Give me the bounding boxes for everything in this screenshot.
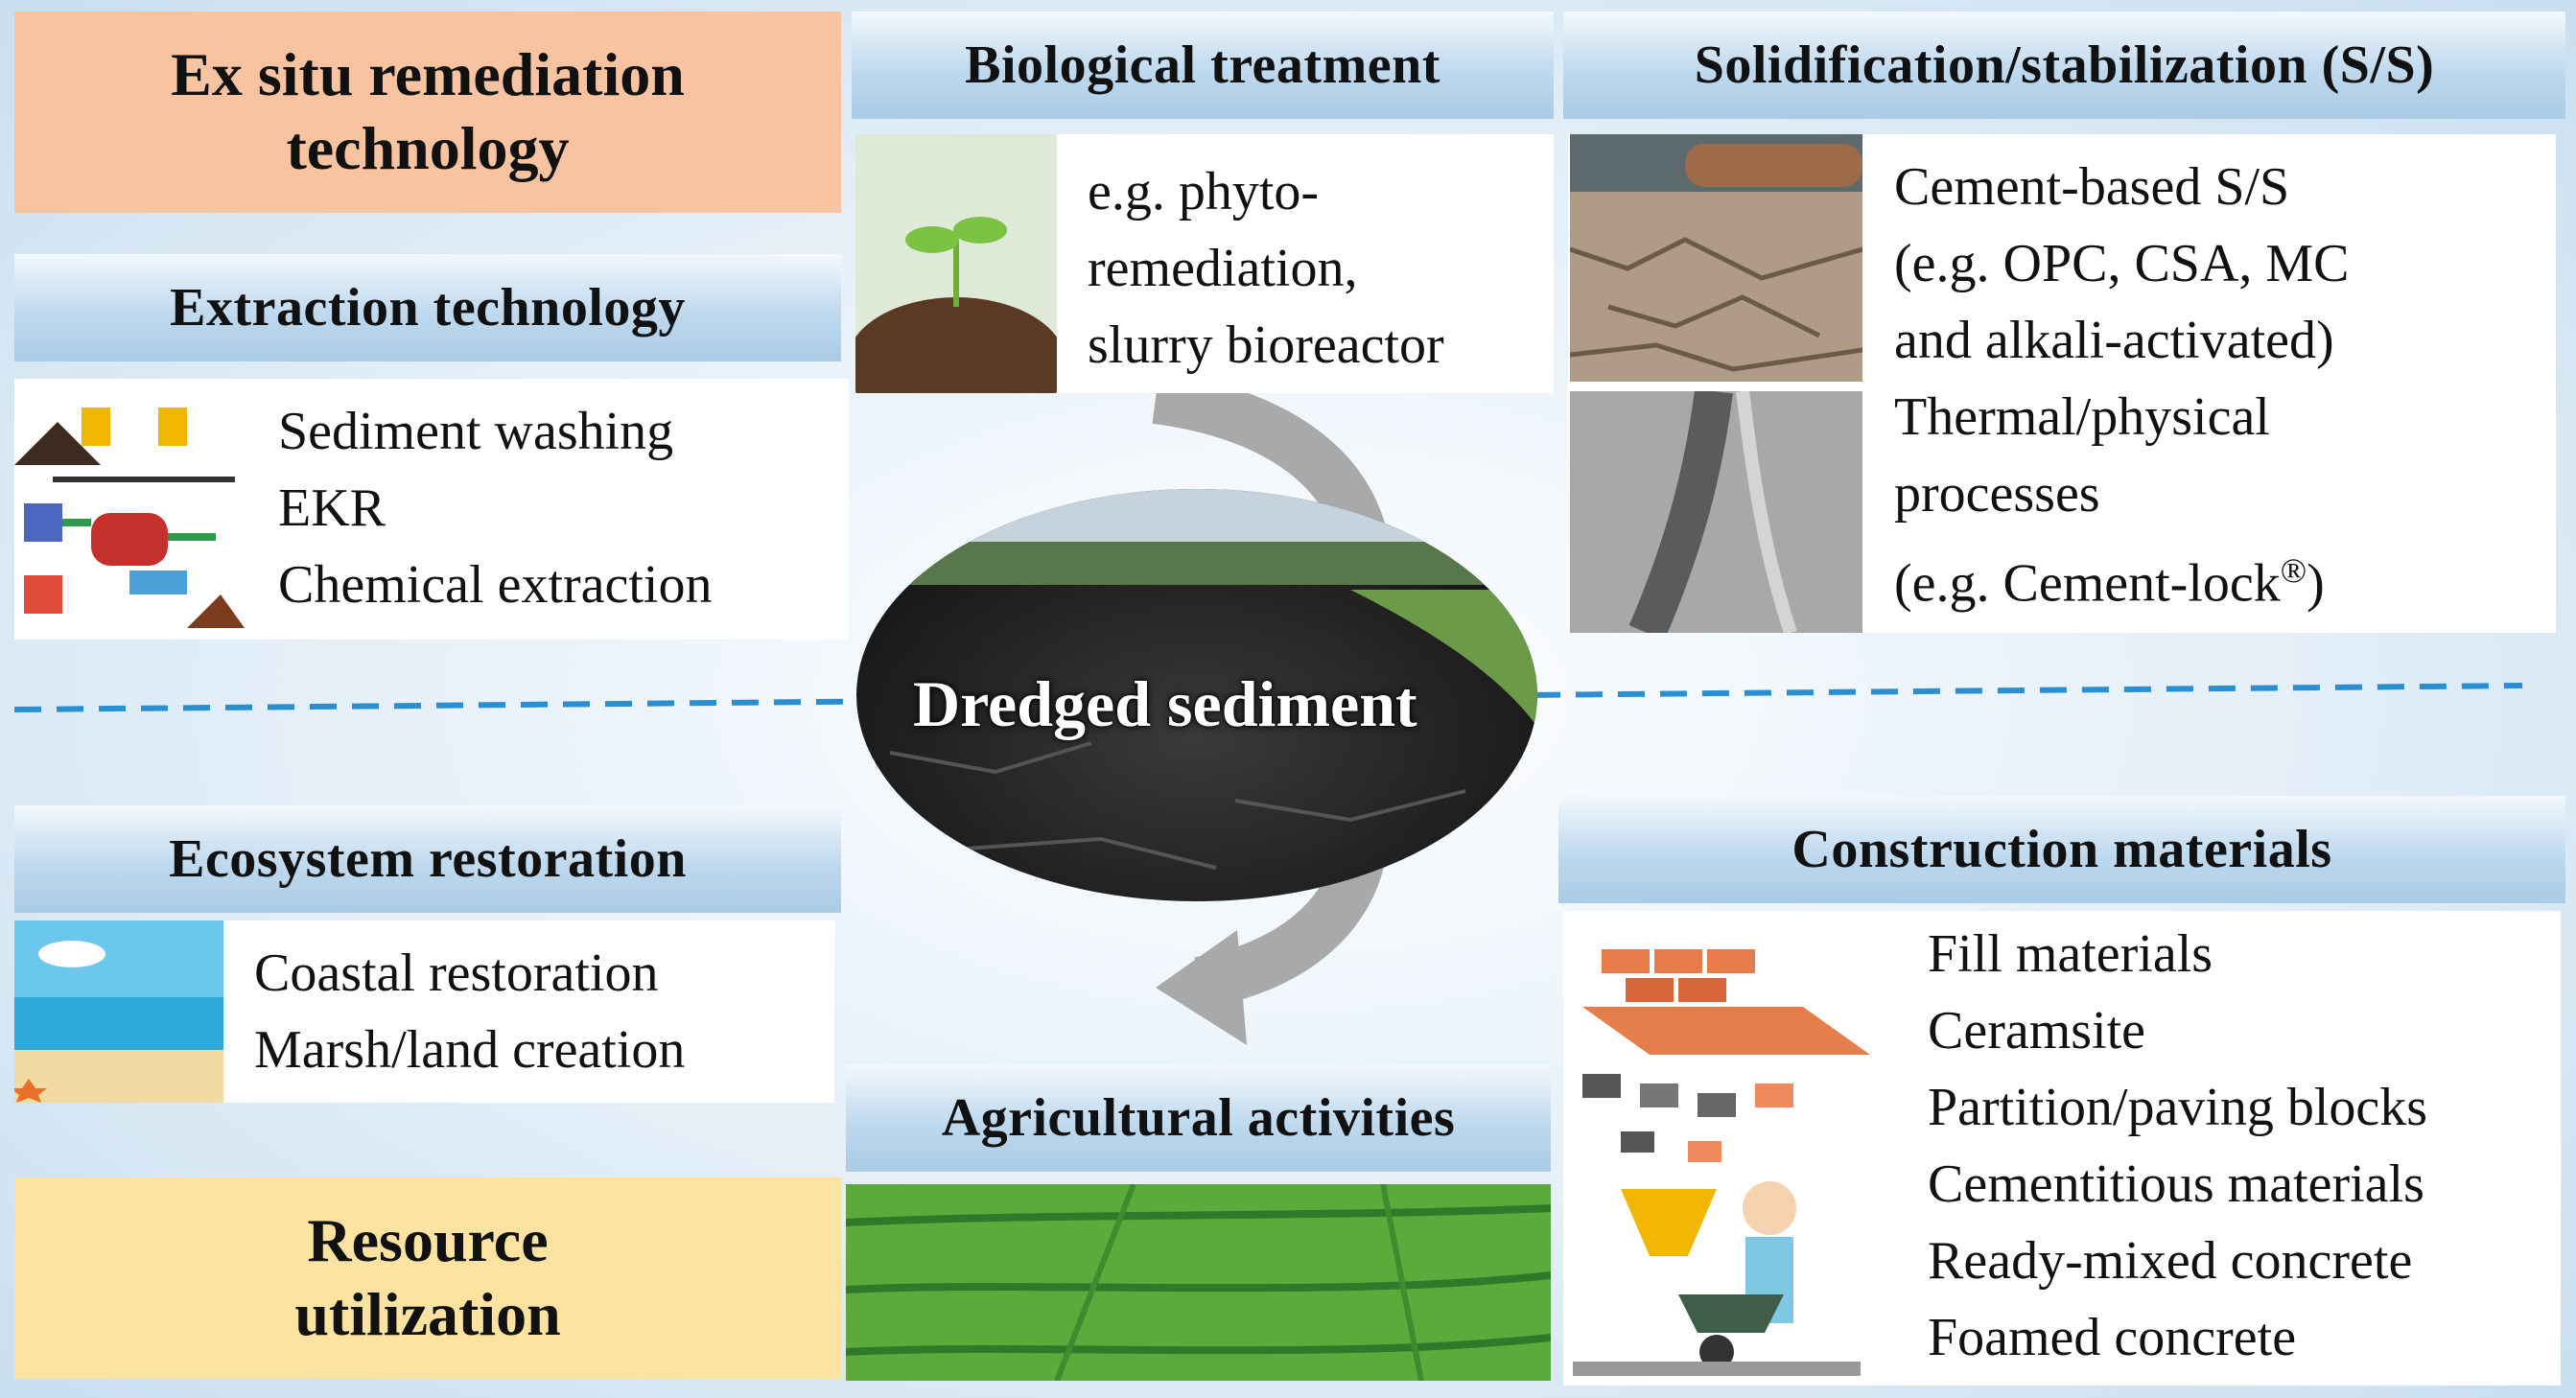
- cycle-arrowhead: [1156, 930, 1247, 1045]
- solidification-line: and alkali-activated): [1894, 311, 2334, 370]
- ecosystem-item: Coastal restoration: [254, 944, 659, 1003]
- cracked-sediment-photo: [1570, 134, 1862, 382]
- agricultural-header: Agricultural activities: [846, 1064, 1551, 1172]
- solidification-line-cement-lock: (e.g. Cement-lock®): [1894, 532, 2350, 622]
- seedling-illustration: [855, 134, 1057, 393]
- dashed-divider: [13, 683, 2523, 712]
- cycle-arrow-upper: [1152, 372, 1388, 545]
- construction-item: Ready-mixed concrete: [1928, 1231, 2413, 1291]
- dredged-sediment-photo: [856, 489, 1537, 901]
- extraction-process-illustration: [14, 408, 245, 628]
- ex-situ-title-box: Ex situ remediation technology: [14, 12, 841, 213]
- biological-line: slurry bioreactor: [1088, 315, 1444, 375]
- construction-item: Fill materials: [1928, 924, 2213, 984]
- resource-title: Resource utilization: [294, 1206, 561, 1348]
- construction-item: Foamed concrete: [1928, 1308, 2297, 1367]
- construction-header: Construction materials: [1558, 796, 2565, 903]
- extraction-header: Extraction technology: [14, 254, 841, 361]
- solidification-line: Cement-based S/S: [1894, 157, 2290, 217]
- construction-item: Cementitious materials: [1928, 1154, 2424, 1214]
- solidification-header: Solidification/stabilization (S/S): [1563, 12, 2565, 119]
- construction-item: Ceramsite: [1928, 1001, 2146, 1060]
- center-label: Dredged sediment: [913, 667, 1417, 740]
- biological-header: Biological treatment: [852, 12, 1554, 119]
- extraction-item: EKR: [278, 478, 386, 538]
- solidification-line: processes: [1894, 464, 2100, 524]
- ex-situ-title: Ex situ remediation technology: [171, 40, 685, 182]
- extraction-item: Sediment washing: [278, 402, 674, 461]
- registered-mark: ®: [2280, 551, 2307, 590]
- solidification-panel: Cement-based S/S (e.g. OPC, CSA, MC and …: [1568, 134, 2556, 633]
- ecosystem-header: Ecosystem restoration: [14, 805, 841, 913]
- closing-paren: ): [2307, 553, 2325, 614]
- beach-illustration: [14, 920, 223, 1103]
- construction-materials-illustration: [1573, 949, 1870, 1376]
- biological-line: remediation,: [1088, 239, 1358, 298]
- biological-line: e.g. phyto-: [1088, 162, 1320, 221]
- ecosystem-panel: Coastal restoration Marsh/land creation: [14, 920, 834, 1103]
- dried-channel-photo: [1570, 391, 1862, 633]
- construction-item: Partition/paving blocks: [1928, 1078, 2428, 1137]
- extraction-panel: Sediment washing EKR Chemical extraction: [14, 379, 849, 640]
- solidification-line: Thermal/physical: [1894, 387, 2270, 447]
- construction-panel: Fill materials Ceramsite Partition/pavin…: [1563, 911, 2561, 1386]
- ecosystem-item: Marsh/land creation: [254, 1020, 686, 1080]
- cement-lock-text: (e.g. Cement-lock: [1894, 553, 2281, 614]
- extraction-item: Chemical extraction: [278, 555, 713, 615]
- solidification-line: (e.g. OPC, CSA, MC: [1894, 234, 2350, 293]
- resource-title-box: Resource utilization: [14, 1177, 841, 1379]
- green-field-illustration: [846, 1184, 1551, 1381]
- biological-panel: e.g. phyto- remediation, slurry bioreact…: [855, 134, 1554, 393]
